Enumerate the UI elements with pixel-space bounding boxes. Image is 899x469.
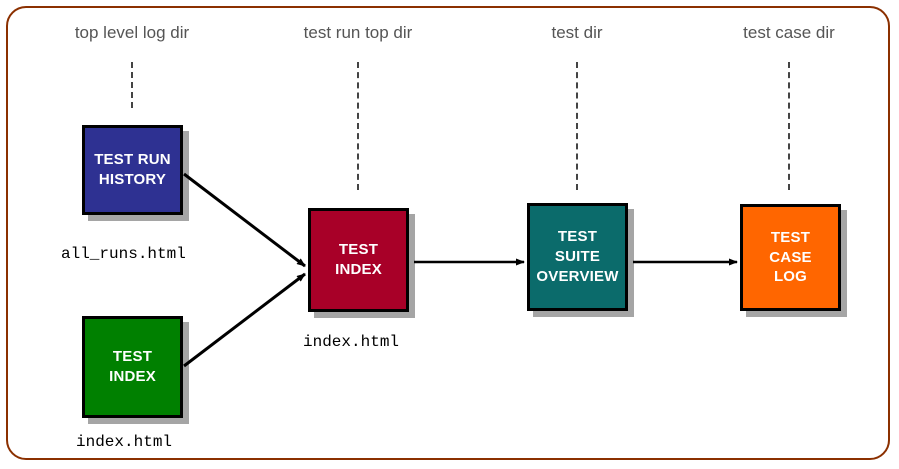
node-test-index-top-level-label: TEST INDEX [109, 348, 156, 385]
node-test-case-log[interactable]: TEST CASE LOG [740, 204, 841, 311]
node-test-suite-overview[interactable]: TEST SUITE OVERVIEW [527, 203, 628, 311]
node-test-case-log-label: TEST CASE LOG [769, 228, 812, 286]
column-label-test-case-dir: test case dir [743, 23, 835, 42]
file-label-index-html-top-level: index.html [76, 433, 173, 451]
file-label-all-runs-html: all_runs.html [61, 245, 186, 263]
dashed-rule-test-run-top-dir [357, 62, 359, 190]
diagram-border-frame [6, 6, 890, 460]
dashed-rule-test-dir [576, 62, 578, 190]
dashed-rule-test-case-dir [788, 62, 790, 190]
dashed-rule-top-level-log-dir [131, 62, 133, 108]
node-test-index-run-label: TEST INDEX [335, 241, 382, 278]
node-test-run-history[interactable]: TEST RUN HISTORY [82, 125, 183, 215]
column-label-test-dir: test dir [551, 23, 603, 42]
column-label-test-run-top-dir: test run top dir [303, 23, 413, 42]
node-test-index-run[interactable]: TEST INDEX [308, 208, 409, 312]
file-label-index-html-run: index.html [303, 333, 400, 351]
node-test-suite-overview-label: TEST SUITE OVERVIEW [536, 228, 619, 285]
node-test-index-top-level[interactable]: TEST INDEX [82, 316, 183, 418]
node-test-run-history-label: TEST RUN HISTORY [94, 151, 171, 188]
column-label-top-level-log-dir: top level log dir [74, 23, 190, 42]
